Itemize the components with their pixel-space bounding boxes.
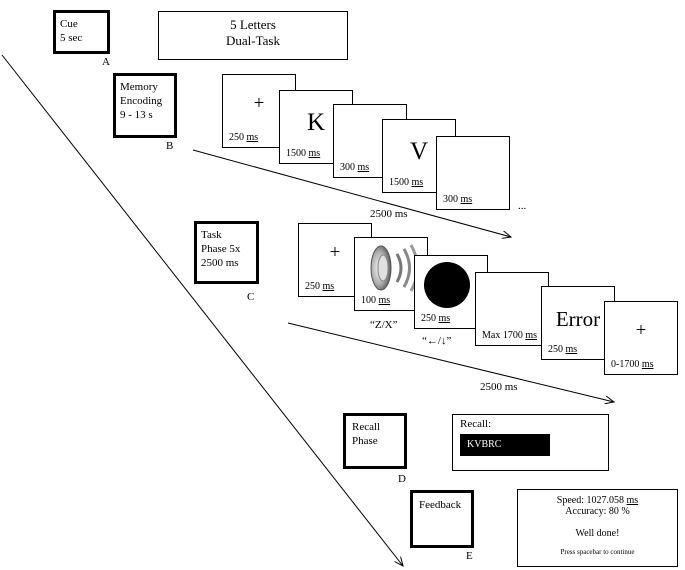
feedback-message: Well done! xyxy=(575,528,620,539)
task-bottom-duration: 2500 ms xyxy=(480,381,518,393)
recall-input[interactable]: KVBRC xyxy=(460,434,550,456)
frame-duration: 1500 ms xyxy=(389,177,424,188)
visual-response-keys: “←/↓” xyxy=(422,335,452,347)
memory-phase-box: Memory Encoding 9 - 13 s xyxy=(113,73,177,138)
memory-ellipsis: ... xyxy=(518,200,527,212)
recall-phase-box: Recall Phase xyxy=(343,413,407,469)
sound-response-keys: “Z/X” xyxy=(370,319,398,331)
error-message: Error xyxy=(555,307,601,331)
task-phase-box: Task Phase 5x 2500 ms xyxy=(194,221,259,284)
recall-phase-label: Recall Phase xyxy=(352,421,381,447)
phase-letter-a: A xyxy=(102,56,110,68)
phase-letter-c: C xyxy=(247,291,255,303)
condition-header-line2: Dual-Task xyxy=(226,33,280,48)
black-circle-icon xyxy=(424,262,470,308)
cue-phase-label: Cue 5 sec xyxy=(60,18,83,44)
frame-duration: 1500 ms xyxy=(286,148,321,159)
accuracy-readout: Accuracy: 80 % xyxy=(565,506,630,517)
task-top-duration: 2500 ms xyxy=(370,208,408,220)
fixation-cross: + xyxy=(329,242,341,263)
main-timeline-arrow xyxy=(1,54,403,566)
task-phase-label: Task Phase 5x 2500 ms xyxy=(201,229,241,269)
fixation-cross: + xyxy=(253,93,265,114)
frame-duration: 250 ms xyxy=(421,313,451,324)
feedback-phase-label: Feedback xyxy=(419,499,462,511)
frame-duration: 100 ms xyxy=(361,295,391,306)
recall-prompt: Recall: xyxy=(460,418,492,430)
frame-duration: 250 ms xyxy=(548,344,578,355)
memory-letter: V xyxy=(409,138,429,165)
condition-header-line1: 5 Letters xyxy=(230,17,276,32)
condition-header-box: 5 Letters Dual-Task xyxy=(158,11,348,60)
cue-phase-box: Cue 5 sec xyxy=(53,10,110,54)
phase-letter-b: B xyxy=(166,140,174,152)
task-frame-iti: + 0-1700 ms xyxy=(604,301,678,375)
continue-hint: Press spacebar to continue xyxy=(560,548,635,556)
task-frame-error: Error 250 ms xyxy=(541,286,615,360)
feedback-phase-box: Feedback xyxy=(410,490,474,548)
recall-screen: Recall: KVBRC xyxy=(452,414,609,471)
phase-letter-d: D xyxy=(398,473,406,485)
frame-duration: 250 ms xyxy=(305,281,335,292)
memory-letter: K xyxy=(306,109,326,136)
fixation-cross: + xyxy=(635,320,647,341)
memory-frame-blank-2: 300 ms xyxy=(436,136,510,210)
speed-readout: Speed: 1027.058 ms xyxy=(556,495,639,506)
speaker-icon xyxy=(361,242,421,294)
memory-sequence-arrow xyxy=(192,149,511,237)
frame-duration: 250 ms xyxy=(229,132,259,143)
task-frame-response: Max 1700 ms xyxy=(475,272,549,346)
phase-letter-e: E xyxy=(466,550,473,562)
task-sequence-arrow xyxy=(287,322,614,402)
frame-duration: 300 ms xyxy=(443,194,473,205)
frame-duration: 300 ms xyxy=(340,162,370,173)
feedback-screen: Speed: 1027.058 ms Accuracy: 80 % Well d… xyxy=(517,489,678,567)
recall-input-value: KVBRC xyxy=(467,439,502,450)
frame-duration: Max 1700 ms xyxy=(482,330,538,341)
memory-phase-label: Memory Encoding 9 - 13 s xyxy=(120,81,163,121)
task-frame-circle: 250 ms xyxy=(414,255,488,329)
frame-duration: 0-1700 ms xyxy=(611,359,654,370)
